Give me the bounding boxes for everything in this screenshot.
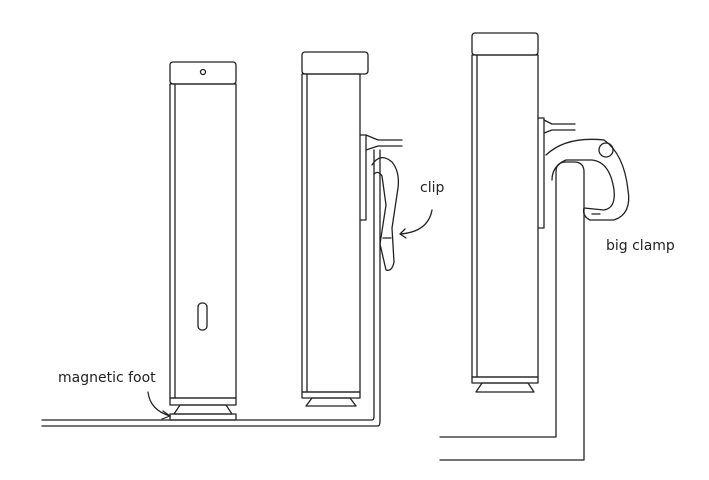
device-2-foot xyxy=(305,397,357,407)
device-1-base xyxy=(169,397,237,406)
device-2-body xyxy=(301,73,361,393)
device-clip xyxy=(301,51,433,407)
device-3-foot xyxy=(475,382,535,393)
big-clamp-pivot xyxy=(598,142,614,158)
thin-surface xyxy=(41,149,381,427)
device-1-cap xyxy=(169,61,237,85)
thick-panel xyxy=(439,161,585,461)
device-1-body xyxy=(169,83,237,399)
device-magnetic-foot xyxy=(169,61,237,421)
device-1-slot xyxy=(197,302,208,331)
device-1-indicator xyxy=(199,68,207,76)
label-clip: clip xyxy=(420,180,445,196)
magnetic-foot-plate xyxy=(169,413,237,421)
device-3-body xyxy=(471,54,539,378)
magnetic-foot xyxy=(173,404,233,415)
clip-arrow xyxy=(399,209,433,235)
clip xyxy=(371,157,400,271)
device-2-base xyxy=(301,391,361,399)
device-3-base xyxy=(471,376,539,384)
device-3-cap xyxy=(471,32,539,56)
label-magnetic-foot: magnetic foot xyxy=(58,370,156,386)
big-clamp xyxy=(545,138,630,221)
clip-rail xyxy=(359,134,367,221)
device-big-clamp xyxy=(439,32,630,461)
device-2-cap xyxy=(301,51,369,75)
label-big-clamp: big clamp xyxy=(606,238,675,254)
